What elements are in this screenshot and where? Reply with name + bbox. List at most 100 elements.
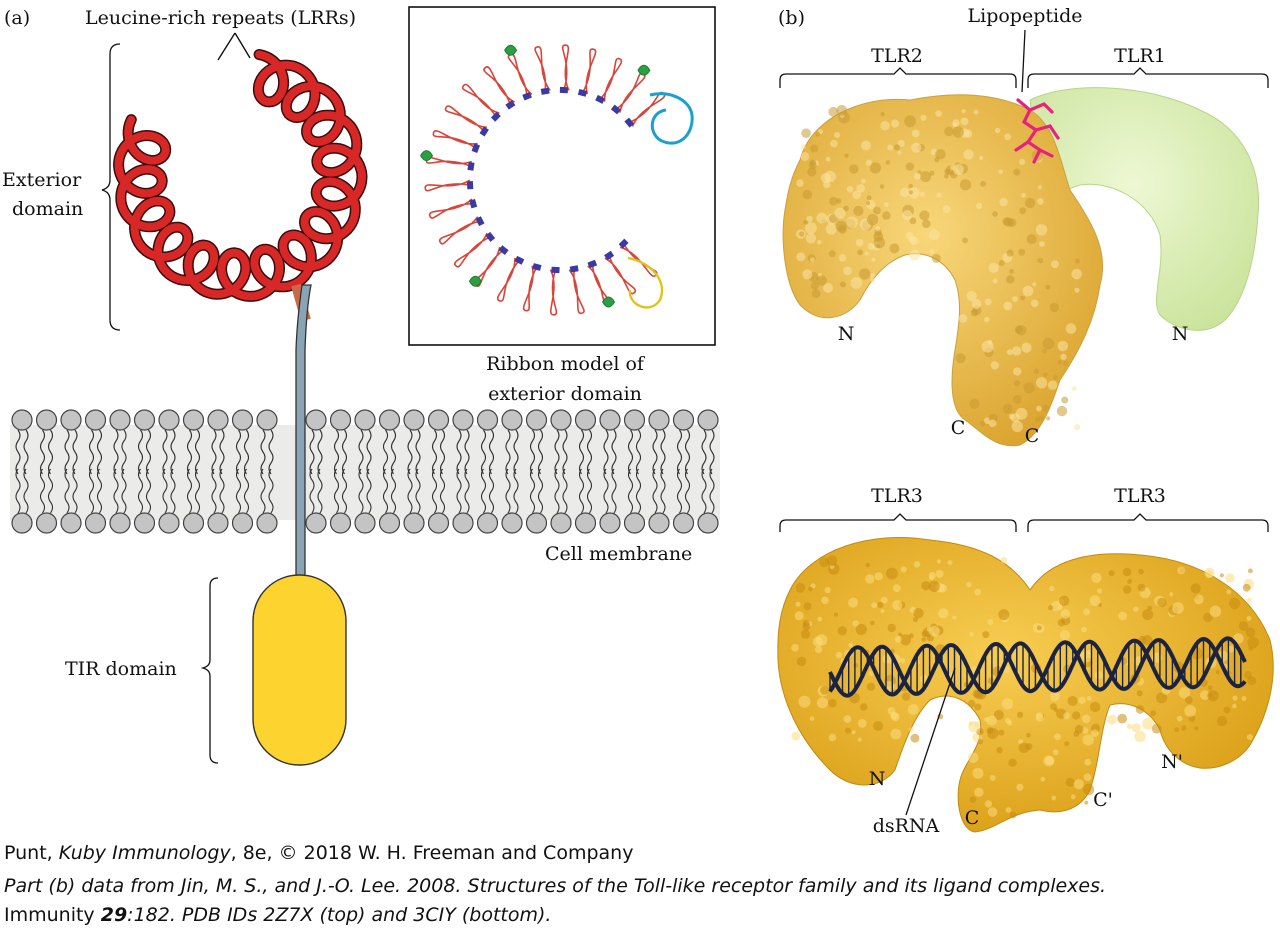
surface-bump (821, 596, 829, 605)
surface-bump (1184, 705, 1197, 717)
surface-bump (1053, 375, 1058, 381)
exterior-domain-label-line2: domain (12, 198, 83, 220)
lipid-tail (513, 429, 519, 475)
lipid-tail (586, 468, 593, 514)
tlr2-c-terminus: C (951, 417, 966, 439)
surface-bump (953, 164, 964, 175)
surface-bump (1118, 611, 1127, 621)
surface-bump (1248, 568, 1253, 574)
surface-bump (828, 699, 837, 708)
lipid-tail (113, 468, 119, 514)
ribbon-beta-strand (610, 104, 621, 115)
surface-bump (1036, 625, 1042, 631)
surface-bump (844, 727, 851, 734)
lipopeptide-pointer (1021, 29, 1026, 93)
surface-bump (865, 574, 875, 584)
surface-bump (1082, 734, 1094, 746)
ribbon-loop (432, 130, 478, 149)
surface-bump (1086, 695, 1092, 701)
surface-bump (1178, 687, 1191, 699)
surface-bump (864, 251, 869, 256)
lipid-tail (684, 429, 691, 475)
surface-bump (795, 601, 801, 607)
surface-bump (1097, 588, 1102, 594)
surface-bump (1065, 323, 1077, 334)
surface-bump (936, 192, 942, 198)
surface-bump (1008, 758, 1017, 767)
surface-bump (816, 212, 828, 224)
surface-bump (981, 340, 994, 353)
surface-bump (1048, 605, 1054, 611)
lipid-head-bottom (84, 512, 107, 534)
surface-bump (1091, 572, 1102, 584)
surface-bump (830, 139, 838, 148)
surface-bump (1241, 696, 1247, 701)
surface-bump (1229, 597, 1241, 610)
lipid-tail (562, 468, 568, 514)
surface-bump (825, 156, 831, 162)
lipid-tail (243, 468, 250, 514)
surface-bump (908, 187, 920, 199)
surface-bump (909, 217, 917, 225)
lipid-head-bottom (11, 512, 33, 534)
surface-bump (843, 266, 852, 276)
surface-bump (992, 211, 998, 217)
surface-bump (866, 214, 879, 226)
lipid-tail (578, 468, 585, 514)
surface-bump (828, 106, 839, 117)
surface-bump (1059, 630, 1071, 641)
surface-bump (1019, 158, 1026, 165)
surface-bump (987, 807, 998, 817)
lipid-tail (137, 429, 144, 475)
tlr2-surface-texture (796, 105, 1082, 433)
surface-bump (1067, 695, 1078, 706)
surface-bump (882, 654, 892, 664)
surface-bump (910, 733, 920, 743)
surface-bump (902, 210, 913, 221)
lipopeptide-molecule (1014, 98, 1060, 164)
surface-bump (984, 717, 990, 723)
panel-a-label: (a) (4, 7, 30, 29)
surface-bump (861, 140, 871, 151)
lipid-tail (562, 429, 568, 475)
surface-bump (972, 767, 984, 779)
surface-bump (877, 601, 884, 609)
ribbon-beta-strand (471, 143, 481, 154)
surface-bump (1049, 585, 1055, 592)
surface-bump (900, 187, 910, 198)
surface-bump (1177, 566, 1186, 575)
ribbon-helix-green (602, 296, 616, 308)
surface-bump (876, 244, 881, 249)
surface-bump (1176, 715, 1183, 722)
surface-bump (794, 611, 804, 621)
surface-bump (1042, 337, 1055, 350)
surface-bump (855, 623, 867, 636)
lipid-tail (554, 429, 560, 475)
exterior-domain-label-line1: Exterior (2, 169, 82, 191)
lrr-pointer-lines (217, 32, 251, 61)
lipid-head-bottom (599, 512, 621, 534)
surface-bump (1194, 726, 1199, 731)
lipid-tail (88, 429, 95, 475)
lipid-head-bottom (158, 512, 180, 534)
lipid-head-top (648, 409, 670, 431)
surface-bump (961, 109, 966, 114)
surface-bump (1023, 382, 1035, 394)
surface-bump (1190, 583, 1201, 594)
lipid-head-bottom (672, 512, 695, 534)
surface-bump (968, 699, 976, 708)
surface-bump (849, 164, 859, 174)
lipid-head-bottom (427, 512, 450, 534)
surface-bump (1247, 636, 1259, 649)
surface-bump (1216, 715, 1228, 727)
surface-bump (1033, 368, 1040, 375)
surface-bump (848, 642, 854, 648)
surface-bump (1134, 730, 1146, 743)
lipid-tail (488, 429, 495, 475)
lipid-tail (701, 429, 707, 475)
surface-bump (880, 111, 885, 117)
surface-bump (867, 243, 875, 250)
surface-bump (1081, 714, 1091, 724)
ribbon-loop (549, 269, 558, 316)
ribbon-beta-strand (551, 266, 560, 274)
